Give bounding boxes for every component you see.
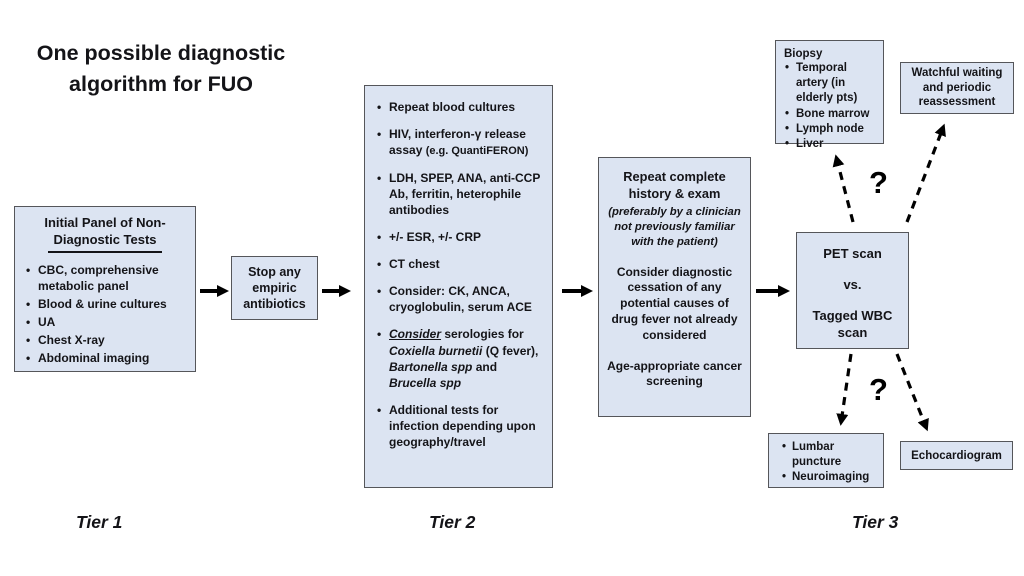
list-item: Additional tests for infection depending… [374,402,544,450]
list-item: Consider serologies for Coxiella burneti… [374,326,544,390]
list-item: Abdominal imaging [23,350,187,366]
list-item: +/- ESR, +/- CRP [374,229,544,245]
list-item: CBC, comprehensive metabolic panel [23,262,187,294]
tier1-label: Tier 1 [76,512,123,532]
echocardiogram-box: Echocardiogram [900,441,1013,470]
dashed-arrow-pet-to-biopsy [832,154,855,223]
list-item: Bone marrow [784,107,878,122]
list-item: Consider: CK, ANCA, cryoglobulin, serum … [374,283,544,315]
list-item: Neuroimaging [779,470,879,485]
dashed-arrow-pet-to-watchful [905,123,946,223]
tier2-tests-list: Repeat blood cultures HIV, interferon-γ … [374,99,544,450]
list-item: UA [23,314,187,330]
dashed-arrow-pet-to-echo [895,353,929,432]
page-title: One possible diagnostic algorithm for FU… [36,41,286,96]
lumbar-puncture-box: Lumbar puncture Neuroimaging [768,433,884,488]
repeat-history-heading: Repeat complete history & exam [623,169,726,201]
biopsy-list: Temporal artery (in elderly pts) Bone ma… [784,61,878,152]
question-mark-bottom: ? [869,372,888,407]
initial-panel-heading-line2: Diagnostic Tests [48,232,162,253]
watchful-waiting-box: Watchful waiting and periodic reassessme… [900,62,1014,114]
list-item: Temporal artery (in elderly pts) [784,61,878,107]
tier2-tests-box: Repeat blood cultures HIV, interferon-γ … [364,85,553,488]
stop-antibiotics-text: Stop any empiric antibiotics [243,264,306,312]
dashed-arrow-pet-to-lumbar [836,353,853,426]
pet-scan-box: PET scan vs. Tagged WBC scan [796,232,909,349]
biopsy-box: Biopsy Temporal artery (in elderly pts) … [775,40,884,152]
stop-antibiotics-box: Stop any empiric antibiotics [231,256,318,320]
pet-scan-line3: Tagged WBC scan [812,307,893,340]
echocardiogram-text: Echocardiogram [911,449,1002,462]
pet-scan-line2: vs. [843,276,862,292]
list-item: Lymph node [784,122,878,137]
list-item: Blood & urine cultures [23,296,187,312]
list-item: HIV, interferon-γ release assay (e.g. Qu… [374,126,544,159]
repeat-history-para3: Age-appropriate cancer screening [607,358,742,389]
list-item: Liver [784,137,878,152]
initial-panel-heading: Initial Panel of Non- Diagnostic Tests [23,215,187,253]
list-item: Repeat blood cultures [374,99,544,115]
repeat-history-para2: Consider diagnostic cessation of any pot… [611,264,738,342]
initial-panel-box: Initial Panel of Non- Diagnostic Tests C… [14,206,196,372]
biopsy-heading: Biopsy [784,48,823,60]
lumbar-list: Lumbar puncture Neuroimaging [779,440,879,486]
list-item: Chest X-ray [23,332,187,348]
list-item: LDH, SPEP, ANA, anti-CCP Ab, ferritin, h… [374,170,544,218]
tier3-label: Tier 3 [852,512,899,532]
repeat-history-subnote: (preferably by a clinician not previousl… [608,205,741,248]
list-item: Lumbar puncture [779,440,879,470]
watchful-waiting-text: Watchful waiting and periodic reassessme… [911,66,1003,109]
list-item: CT chest [374,256,544,272]
initial-panel-list: CBC, comprehensive metabolic panel Blood… [23,262,187,367]
tier2-label: Tier 2 [429,512,476,532]
pet-scan-line1: PET scan [823,246,882,261]
question-mark-top: ? [869,165,888,200]
initial-panel-heading-line1: Initial Panel of Non- [44,215,166,230]
repeat-history-box: Repeat complete history & exam (preferab… [598,157,751,417]
